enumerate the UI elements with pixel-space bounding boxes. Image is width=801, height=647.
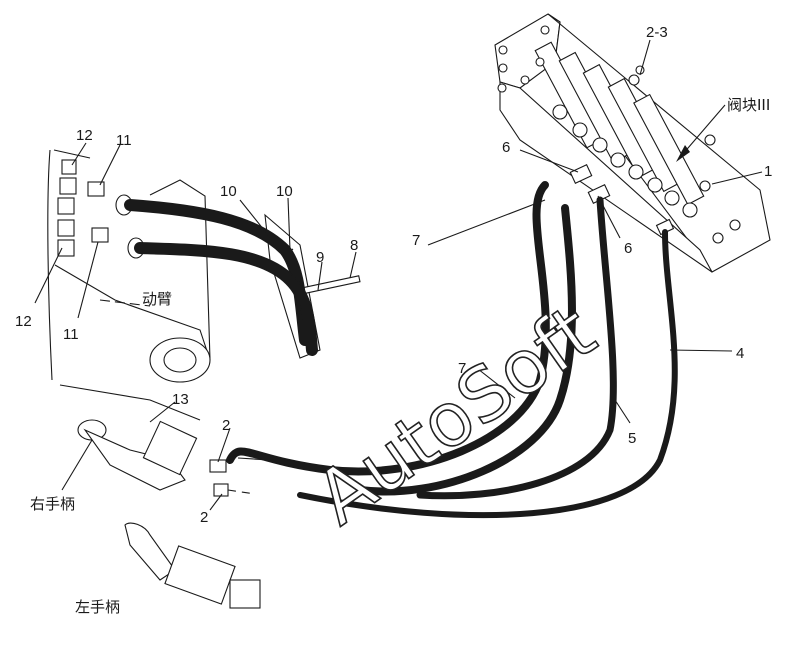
- label-12-upper: 12: [76, 127, 93, 144]
- label-2-lower: 2: [200, 509, 208, 526]
- right-handle: [77, 419, 229, 497]
- left-handle: [124, 522, 261, 609]
- valve-block-assembly: [494, 13, 771, 273]
- label-10-left: 10: [220, 183, 237, 200]
- label-6-lower: 6: [624, 240, 632, 257]
- label-12-lower: 12: [15, 313, 32, 330]
- label-5: 5: [628, 430, 636, 447]
- label-4: 4: [736, 345, 744, 362]
- label-11-upper: 11: [116, 132, 132, 149]
- label-right-handle: 右手柄: [30, 495, 75, 513]
- label-2-upper: 2: [222, 417, 230, 434]
- label-left-handle: 左手柄: [75, 598, 120, 616]
- label-10-right: 10: [276, 183, 293, 200]
- watermark-text: AutoSoft: [301, 289, 611, 542]
- label-1: 1: [764, 163, 772, 180]
- label-boom: 动臂: [142, 290, 172, 308]
- label-7-upper: 7: [412, 232, 420, 249]
- label-7-lower: 7: [458, 360, 466, 377]
- label-2-3: 2-3: [646, 24, 668, 41]
- leader-lines: [34, 39, 763, 511]
- hose-lines: [124, 181, 678, 519]
- label-8: 8: [350, 237, 358, 254]
- label-9: 9: [316, 249, 324, 266]
- label-11-lower: 11: [63, 326, 79, 343]
- label-13: 13: [172, 391, 189, 408]
- callout-labels: 2-3 阀块III 1 6 6 12 11 10 10 9 8 7 12 11 …: [15, 24, 772, 616]
- label-6-upper: 6: [502, 139, 510, 156]
- boom-structure: [47, 149, 211, 421]
- label-valve-block-iii: 阀块III: [727, 96, 770, 114]
